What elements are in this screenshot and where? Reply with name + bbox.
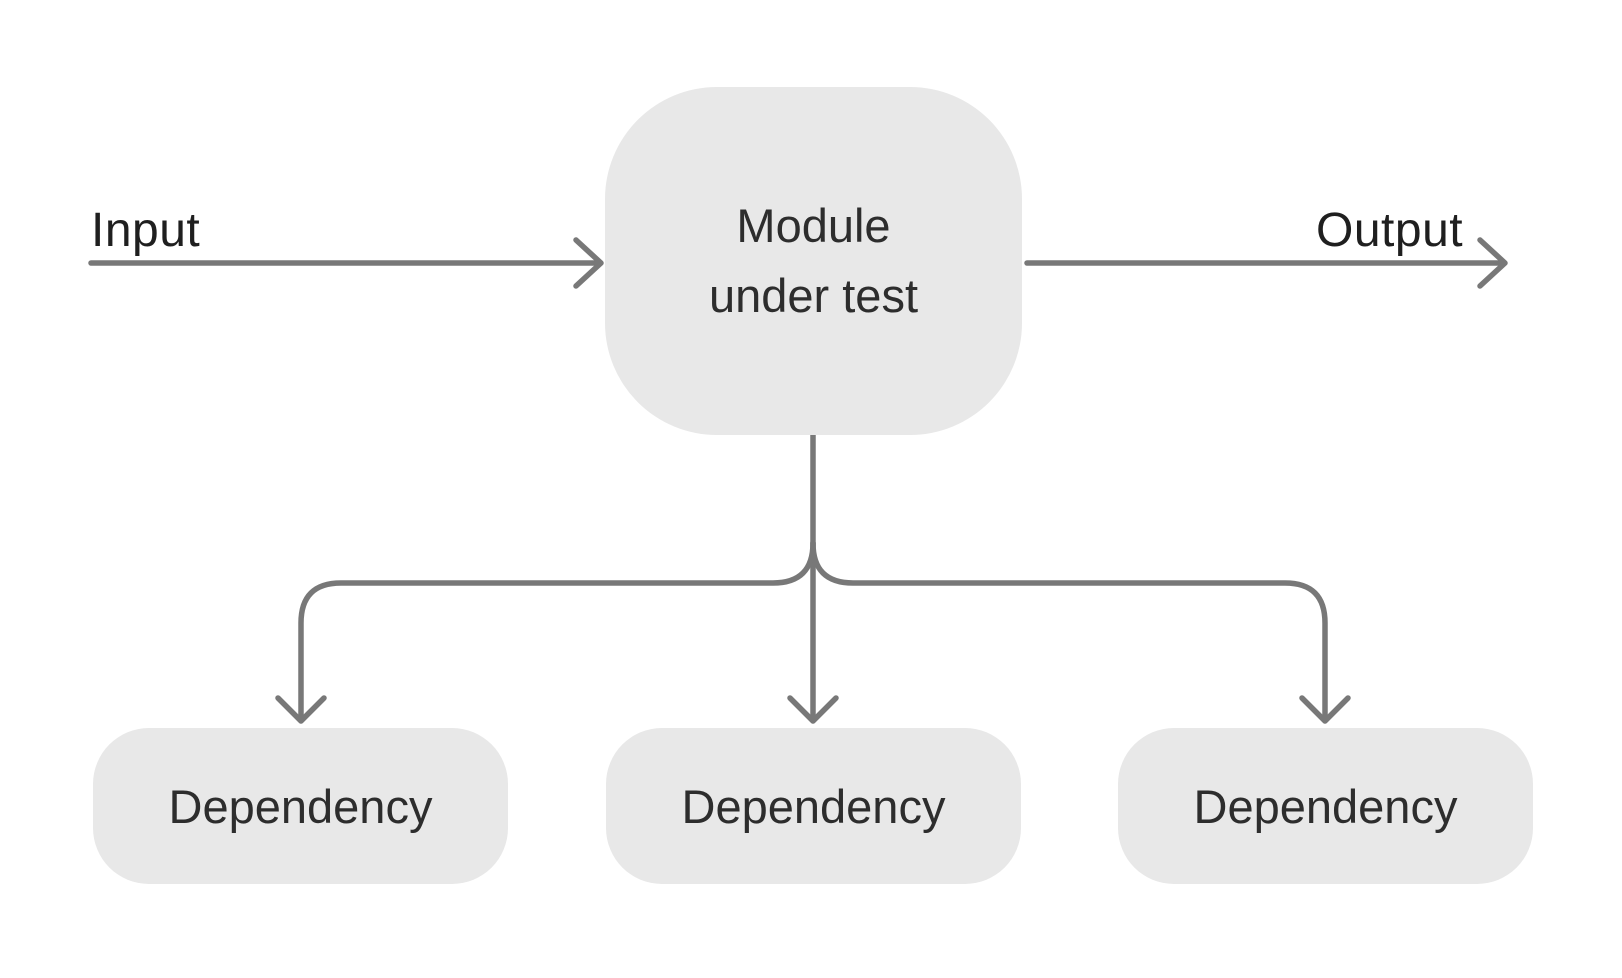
left-branch-line <box>298 540 816 721</box>
module-under-test-node: Module under test <box>605 87 1022 435</box>
right-arrowhead-icon <box>1299 695 1351 724</box>
module-label-line1: Module <box>736 199 891 252</box>
center-arrowhead-icon <box>787 695 839 724</box>
output-label: Output <box>1316 204 1464 257</box>
dependency-node-left: Dependency <box>93 728 508 884</box>
left-arrowhead-icon <box>275 695 327 724</box>
dependency-label: Dependency <box>168 779 433 833</box>
module-label-line2: under test <box>708 269 919 322</box>
output-arrowhead-icon <box>1477 237 1508 289</box>
dependency-label: Dependency <box>681 779 946 833</box>
input-label: Input <box>91 204 201 257</box>
dependency-node-right: Dependency <box>1118 728 1533 884</box>
input-arrowhead-icon <box>573 237 604 289</box>
dependency-node-middle: Dependency <box>606 728 1021 884</box>
right-branch-line <box>810 540 1328 721</box>
dependency-label: Dependency <box>1193 779 1458 833</box>
